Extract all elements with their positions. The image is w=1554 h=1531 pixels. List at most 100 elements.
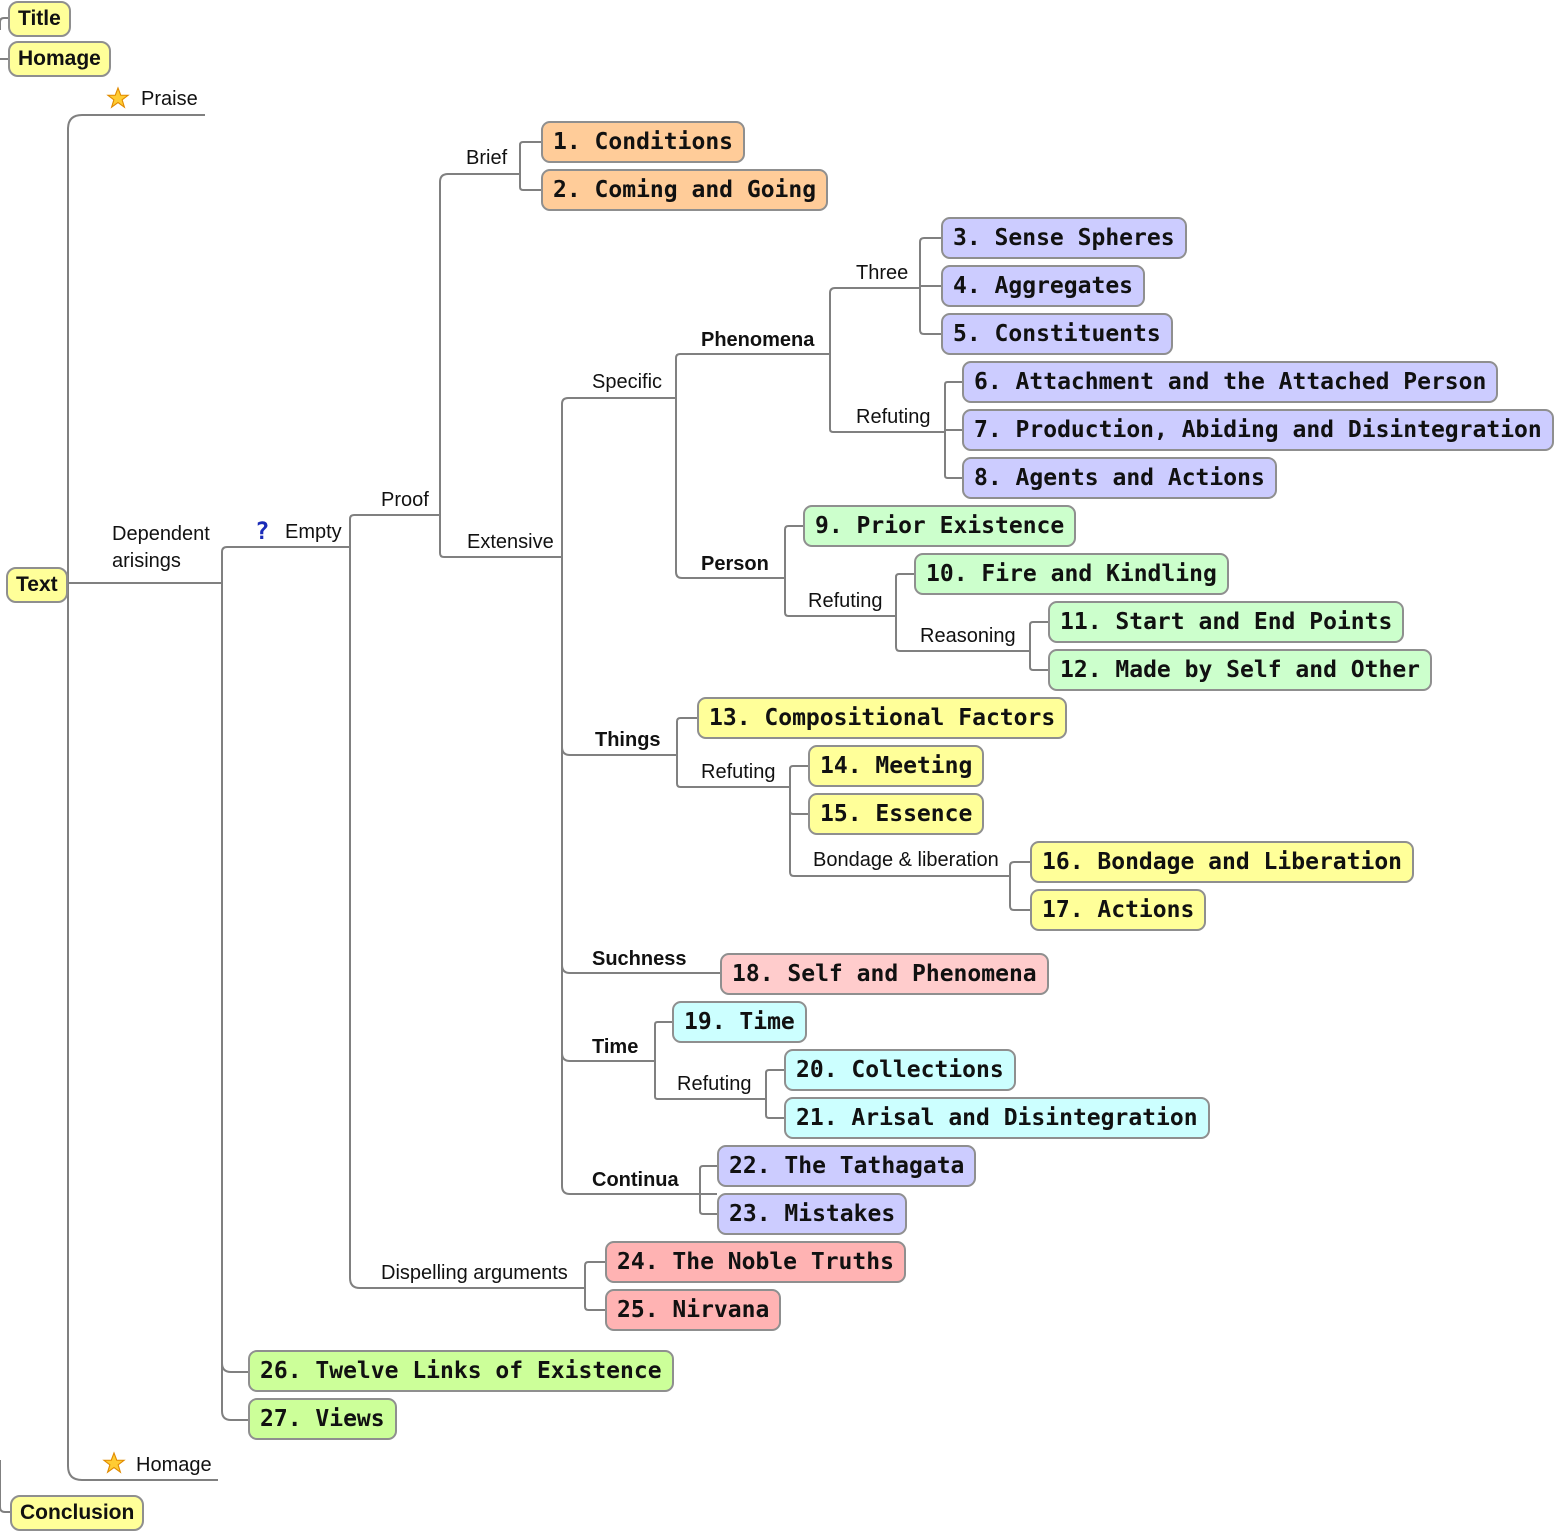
label-bondage-liberation: Bondage & liberation xyxy=(813,849,999,871)
connector-line xyxy=(699,1194,717,1215)
chapter-node[interactable]: 11. Start and End Points xyxy=(1048,601,1405,643)
chapter-node[interactable]: 20. Collections xyxy=(784,1049,1016,1091)
connector-lines xyxy=(0,17,1048,1513)
chapter-node[interactable]: 21. Arisal and Disintegration xyxy=(784,1097,1210,1139)
label-three: Three xyxy=(856,262,909,284)
connector-line xyxy=(67,585,218,1481)
label-reasoning: Reasoning xyxy=(920,625,1016,647)
chapter-node[interactable]: 6. Attachment and the Attached Person xyxy=(962,361,1499,403)
chapter-node[interactable]: 17. Actions xyxy=(1030,889,1207,931)
label-continua: Continua xyxy=(592,1169,679,1191)
label-dependent-arisings-2: arisings xyxy=(112,550,181,572)
label-dispelling-arguments: Dispelling arguments xyxy=(381,1262,568,1284)
chapter-node[interactable]: 3. Sense Spheres xyxy=(941,217,1187,259)
connector-line xyxy=(944,381,962,432)
chapter-node[interactable]: 16. Bondage and Liberation xyxy=(1030,841,1415,883)
connector-line xyxy=(919,237,941,288)
connector-line xyxy=(584,1288,605,1311)
connector-line xyxy=(439,515,562,558)
connector-line xyxy=(519,141,541,174)
label-empty: Empty xyxy=(285,521,342,543)
label-refuting-time: Refuting xyxy=(677,1073,752,1095)
chapter-node[interactable]: 23. Mistakes xyxy=(717,1193,908,1235)
connector-line xyxy=(561,557,717,1195)
connector-line xyxy=(789,765,808,787)
node-text[interactable]: Text xyxy=(6,567,68,603)
label-things: Things xyxy=(595,729,661,751)
connector-line xyxy=(765,1069,784,1099)
chapter-node[interactable]: 8. Agents and Actions xyxy=(962,457,1277,499)
connector-line xyxy=(676,717,697,755)
connector-line xyxy=(561,557,677,756)
label-brief: Brief xyxy=(466,147,508,169)
connector-line xyxy=(944,432,962,479)
connector-line xyxy=(1009,861,1030,876)
connector-line xyxy=(675,398,785,579)
connector-line xyxy=(439,173,520,515)
connector-line xyxy=(675,353,830,398)
label-refuting-person: Refuting xyxy=(808,590,883,612)
label-time: Time xyxy=(592,1036,639,1058)
connector-line xyxy=(654,1061,766,1100)
connector-line xyxy=(349,514,440,547)
chapter-node[interactable]: 13. Compositional Factors xyxy=(697,697,1068,739)
label-phenomena: Phenomena xyxy=(701,329,815,351)
connector-line xyxy=(519,174,541,191)
chapter-node[interactable]: 7. Production, Abiding and Disintegratio… xyxy=(962,409,1554,451)
star-icon xyxy=(106,86,130,109)
chapter-node[interactable]: 12. Made by Self and Other xyxy=(1048,649,1433,691)
chapter-node[interactable]: 4. Aggregates xyxy=(941,265,1146,307)
node-homage[interactable]: Homage xyxy=(8,41,111,77)
connector-line xyxy=(829,287,920,354)
label-suchness: Suchness xyxy=(592,948,687,970)
connector-line xyxy=(0,17,8,30)
connector-line xyxy=(789,787,808,815)
chapter-node[interactable]: 24. The Noble Truths xyxy=(605,1241,906,1283)
connector-line xyxy=(944,429,962,432)
label-refuting-phenomena: Refuting xyxy=(856,406,931,428)
label-refuting-things: Refuting xyxy=(701,761,776,783)
connector-line xyxy=(221,583,248,1421)
connector-line xyxy=(561,557,655,1062)
connector-line xyxy=(829,354,945,433)
chapter-node[interactable]: 2. Coming and Going xyxy=(541,169,829,211)
connector-line xyxy=(0,58,8,61)
connector-line xyxy=(895,573,914,616)
label-praise: Praise xyxy=(141,88,198,110)
label-proof: Proof xyxy=(381,489,429,511)
node-title[interactable]: Title xyxy=(8,1,71,37)
connector-line xyxy=(584,1261,605,1288)
chapter-node[interactable]: 27. Views xyxy=(248,1398,397,1440)
chapter-node[interactable]: 9. Prior Existence xyxy=(803,505,1077,547)
connector-line xyxy=(676,755,790,788)
connector-line xyxy=(895,616,1030,652)
chapter-node[interactable]: 10. Fire and Kindling xyxy=(914,553,1229,595)
chapter-node[interactable]: 5. Constituents xyxy=(941,313,1173,355)
chapter-node[interactable]: 1. Conditions xyxy=(541,121,746,163)
label-specific: Specific xyxy=(592,371,663,393)
label-dependent-arisings-1: Dependent xyxy=(112,523,210,545)
chapter-node[interactable]: 22. The Tathagata xyxy=(717,1145,977,1187)
connector-line xyxy=(765,1099,784,1119)
connector-line xyxy=(784,525,803,578)
connector-line xyxy=(919,288,941,335)
connector-line xyxy=(1029,651,1048,671)
chapter-node[interactable]: 26. Twelve Links of Existence xyxy=(248,1350,674,1392)
connector-line xyxy=(654,1021,672,1061)
star-icon xyxy=(102,1451,126,1474)
label-homage-end: Homage xyxy=(136,1454,212,1476)
connector-line xyxy=(0,1460,10,1513)
chapter-node[interactable]: 18. Self and Phenomena xyxy=(720,953,1049,995)
connector-line xyxy=(1009,876,1030,911)
connector-line xyxy=(789,787,1010,877)
chapter-node[interactable]: 19. Time xyxy=(672,1001,807,1043)
chapter-node[interactable]: 15. Essence xyxy=(808,793,985,835)
connector-line xyxy=(67,582,222,585)
node-conclusion[interactable]: Conclusion xyxy=(10,1495,145,1531)
connector-line xyxy=(919,285,941,288)
chapter-node[interactable]: 14. Meeting xyxy=(808,745,985,787)
connector-line xyxy=(349,547,585,1289)
chapter-node[interactable]: 25. Nirvana xyxy=(605,1289,782,1331)
connector-line xyxy=(561,557,720,974)
connector-line xyxy=(784,578,896,617)
